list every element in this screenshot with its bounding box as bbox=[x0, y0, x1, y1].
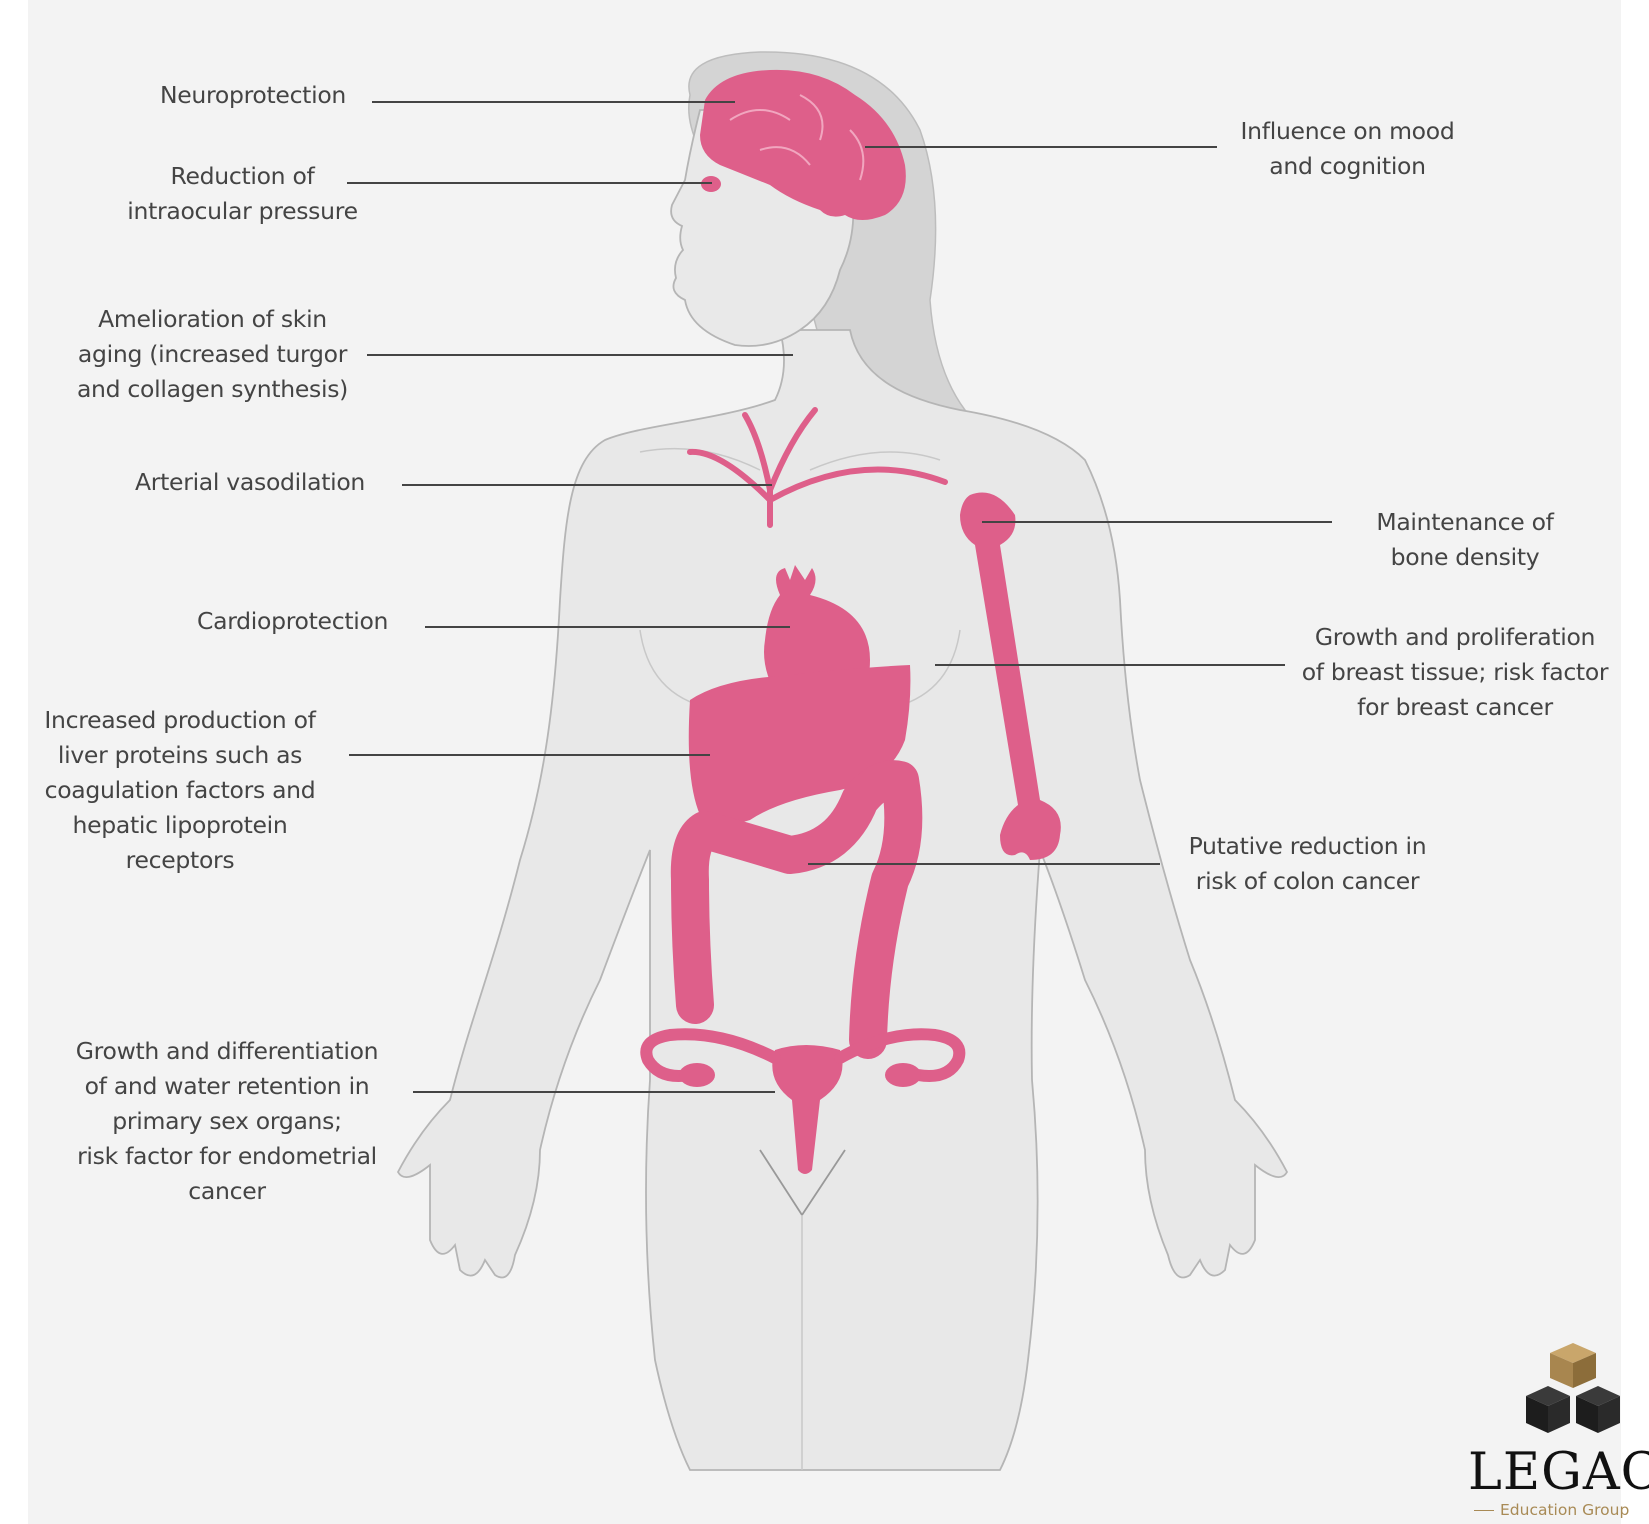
label-neuroprotection: Neuroprotection bbox=[160, 78, 346, 113]
label-bone: Maintenance of bone density bbox=[1335, 505, 1595, 575]
logo-wordmark: LEGACY bbox=[1468, 1444, 1649, 1502]
ovary-right bbox=[885, 1063, 921, 1087]
legacy-cubes-icon bbox=[1518, 1338, 1628, 1448]
label-skin: Amelioration of skin aging (increased tu… bbox=[55, 302, 370, 407]
label-vasodilation: Arterial vasodilation bbox=[135, 465, 365, 500]
label-liver: Increased production of liver proteins s… bbox=[25, 703, 335, 878]
logo-dash bbox=[1474, 1510, 1494, 1511]
ovary-left bbox=[679, 1063, 715, 1087]
label-intraocular: Reduction of intraocular pressure bbox=[110, 159, 375, 229]
body-outline bbox=[398, 330, 1287, 1470]
label-cardioprotection: Cardioprotection bbox=[197, 604, 388, 639]
label-sex-organs: Growth and differentiation of and water … bbox=[52, 1034, 402, 1209]
logo-subtitle: Education Group bbox=[1474, 1498, 1649, 1522]
label-colon: Putative reduction in risk of colon canc… bbox=[1165, 829, 1450, 899]
label-mood: Influence on mood and cognition bbox=[1215, 114, 1480, 184]
label-breast: Growth and proliferation of breast tissu… bbox=[1290, 620, 1620, 725]
logo-subtitle-text: Education Group bbox=[1500, 1501, 1629, 1519]
